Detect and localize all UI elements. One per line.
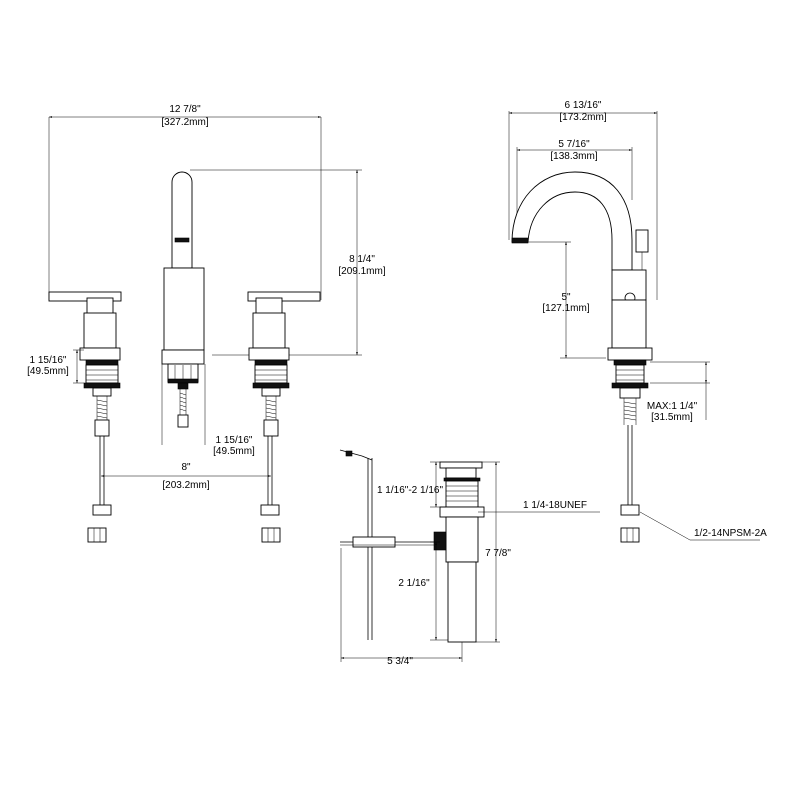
right-handle <box>247 291 321 543</box>
widespread-front-view: 12 7/8" [327.2mm] 8 1/4" [209.1mm] <box>27 104 386 543</box>
total-depth-imperial: 6 13/16" <box>565 100 602 111</box>
center-spacing-metric: [203.2mm] <box>162 480 209 491</box>
spout-reach-metric: [138.3mm] <box>550 151 597 162</box>
total-depth-metric: [173.2mm] <box>559 112 606 123</box>
popup-drain: 1 1/16"-2 1/16" 1 1/4-18UNEF 7 7/8" 2 1/… <box>339 449 600 667</box>
spout-height-imperial: 8 1/4" <box>349 254 375 265</box>
lift-rod-width: 5 3/4" <box>387 656 413 667</box>
left-handle <box>48 291 122 543</box>
lift-rod <box>339 449 440 640</box>
handle-depth-imperial: 1 15/16" <box>30 355 67 366</box>
side-view: 6 13/16" [173.2mm] 5 7/16" [138.3mm] <box>508 100 767 543</box>
center-spacing-imperial: 8" <box>181 462 191 473</box>
pivot-height: 2 1/16" <box>398 578 430 589</box>
overall-width-metric: [327.2mm] <box>161 117 208 128</box>
max-deck-metric: [31.5mm] <box>651 412 693 423</box>
center-spout <box>161 171 205 428</box>
handle-depth-metric: [49.5mm] <box>27 366 69 377</box>
spout-clearance-imperial: 5" <box>561 292 571 303</box>
spout-depth-imperial: 1 15/16" <box>216 435 253 446</box>
gooseneck-spout <box>511 171 653 543</box>
drain-body <box>433 461 485 643</box>
connection-thread: 1/2-14NPSM-2A <box>694 528 767 539</box>
spout-height-metric: [209.1mm] <box>338 266 385 277</box>
spout-clearance-metric: [127.1mm] <box>542 303 589 314</box>
spout-depth-metric: [49.5mm] <box>213 446 255 457</box>
total-height: 7 7/8" <box>485 548 511 559</box>
drain-thread: 1 1/4-18UNEF <box>523 500 587 511</box>
spout-reach-imperial: 5 7/16" <box>558 139 590 150</box>
max-deck-imperial: MAX:1 1/4" <box>647 401 698 412</box>
overall-width-imperial: 12 7/8" <box>169 104 201 115</box>
flange-range: 1 1/16"-2 1/16" <box>377 485 443 496</box>
